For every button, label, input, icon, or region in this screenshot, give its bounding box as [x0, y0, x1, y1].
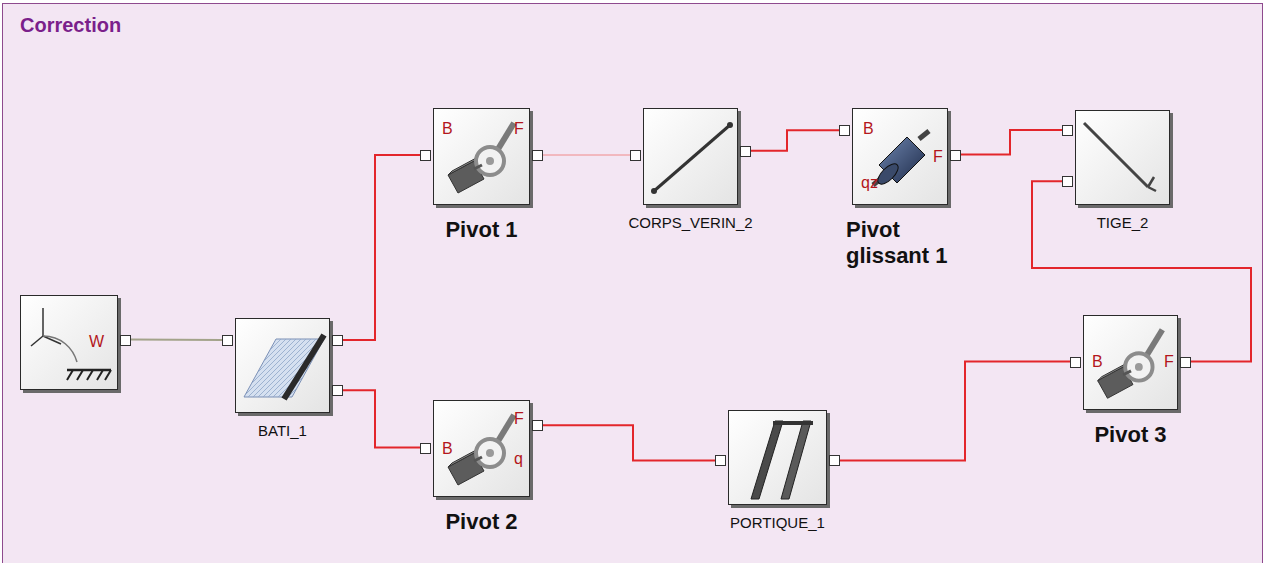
signal-line [543, 155, 630, 156]
signal-line [131, 339, 222, 341]
signal-line [751, 130, 839, 150]
revolute-joint-block: BFqPivot 2 [433, 400, 530, 497]
signal-line [343, 155, 420, 340]
tige-symbol [1076, 111, 1171, 206]
bar-symbol [644, 109, 739, 206]
port-label: W [89, 334, 104, 350]
signal-line [343, 390, 420, 447]
port-label: B [442, 121, 453, 137]
block-name: Pivot 2 [445, 509, 517, 535]
signal-line [543, 425, 715, 460]
port-label: B [442, 441, 453, 457]
panel-ground [2, 3, 1263, 563]
port-label: B [1092, 354, 1103, 370]
ground-symbol [21, 296, 119, 391]
block-name: Pivot glissant 1 [846, 217, 971, 270]
block-icon: B Fqz [852, 108, 948, 205]
port-square [950, 150, 961, 161]
block-icon [728, 410, 827, 505]
body-block: TIGE_2 [1075, 110, 1170, 205]
body-block: BATI_1 [235, 318, 330, 413]
cylindrical-joint-block: BFqzPivot glissant 1 [852, 108, 948, 205]
revolute-joint-block: BFPivot 1 [433, 108, 530, 205]
title: Correction [20, 14, 121, 37]
block-icon [1075, 110, 1170, 205]
port-square [120, 335, 131, 346]
block-name: PORTIQUE_1 [730, 514, 825, 532]
port-square [420, 150, 431, 161]
body-block: PORTIQUE_1 [728, 410, 827, 505]
block-name: CORPS_VERIN_2 [628, 214, 752, 232]
port-square [1062, 125, 1073, 136]
block-name: BATI_1 [258, 422, 307, 440]
block-icon: BF [433, 108, 530, 205]
port-label: F [514, 411, 524, 427]
port-label: q [514, 451, 523, 467]
port-label: B [863, 121, 874, 137]
revolute-joint-block: BFPivot 3 [1083, 315, 1178, 410]
port-label: F [514, 121, 524, 137]
port-square [715, 455, 726, 466]
port-square [1062, 176, 1073, 187]
port-square [829, 455, 840, 466]
block-name: Pivot 1 [445, 217, 517, 243]
block-icon: W [20, 295, 118, 390]
port-label: qz [861, 175, 878, 191]
bati-symbol [236, 319, 331, 414]
port-square [222, 335, 233, 346]
port-square [332, 335, 343, 346]
block-icon [643, 108, 738, 205]
port-label: F [1164, 354, 1174, 370]
port-square [1070, 357, 1081, 368]
block-name: Pivot 3 [1094, 422, 1166, 448]
port-square [420, 443, 431, 454]
port-label: F [933, 149, 943, 165]
signal-line [840, 362, 1070, 461]
block-icon: BF [1083, 315, 1178, 410]
block-icon: B Fq [433, 400, 530, 497]
portique-symbol [729, 411, 828, 506]
port-square [839, 125, 850, 136]
port-square [532, 420, 543, 431]
port-square [332, 385, 343, 396]
block-name: TIGE_2 [1097, 214, 1149, 232]
port-square [630, 150, 641, 161]
port-square [532, 150, 543, 161]
body-block: CORPS_VERIN_2 [643, 108, 738, 205]
ground-block: W [20, 295, 118, 390]
port-square [1180, 357, 1191, 368]
port-square [740, 146, 751, 157]
signal-line [961, 130, 1062, 155]
block-icon [235, 318, 330, 413]
